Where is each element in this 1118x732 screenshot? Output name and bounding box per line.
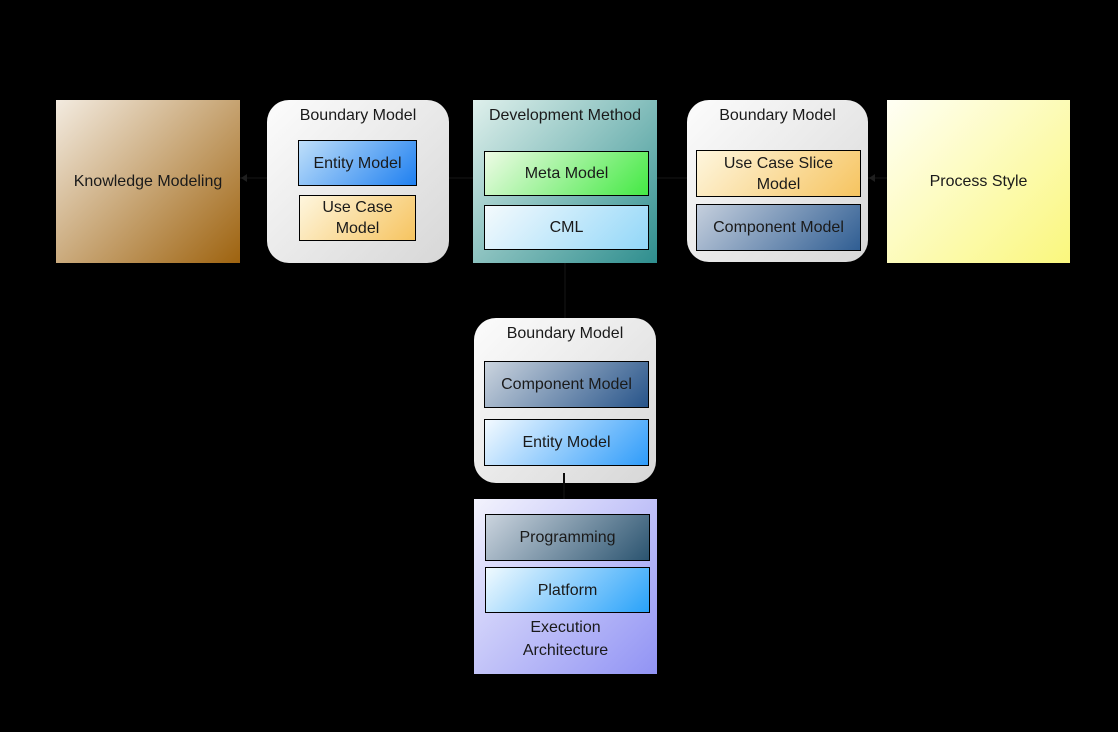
boundary-model-3-title: Boundary Model xyxy=(506,325,624,342)
component-model-label: Component Model xyxy=(713,219,844,236)
use-case-model-label: Use Case Model xyxy=(322,199,393,237)
boundary-model-1-title: Boundary Model xyxy=(299,107,417,124)
cml-box: CML xyxy=(484,205,649,250)
entity-model-box: Entity Model xyxy=(484,419,649,466)
connector-boundary2-to-process xyxy=(868,177,887,179)
connector-development-to-boundary2 xyxy=(657,177,687,179)
process-style-box: Process Style xyxy=(887,100,1070,263)
cml-label: CML xyxy=(549,219,584,236)
connector-knowledge-to-boundary1 xyxy=(240,177,267,179)
entity-model-label: Entity Model xyxy=(522,434,611,451)
development-method-title: Development Method xyxy=(488,107,642,124)
execution-architecture-label: Execution Architecture xyxy=(522,619,609,659)
platform-label: Platform xyxy=(537,581,598,599)
arrowhead-icon xyxy=(869,174,875,182)
use-case-model-box: Use Case Model xyxy=(299,195,416,241)
boundary-model-2-title: Boundary Model xyxy=(719,107,836,124)
boundary-model-2-container: Boundary Model Use Case Slice Model Comp… xyxy=(687,100,868,262)
boundary-model-3-container: Boundary Model Component Model Entity Mo… xyxy=(474,318,656,483)
entity-model-box: Entity Model xyxy=(298,140,417,186)
development-method-box: Development Method Meta Model CML xyxy=(473,100,657,263)
arrowhead-icon xyxy=(241,174,247,182)
programming-box: Programming xyxy=(485,514,650,561)
connector-boundary3-to-execution xyxy=(563,473,565,499)
execution-architecture-box: Programming Platform Execution Architect… xyxy=(474,499,657,674)
meta-model-box: Meta Model xyxy=(484,151,649,196)
component-model-box: Component Model xyxy=(696,204,861,251)
component-model-box: Component Model xyxy=(484,361,649,408)
component-model-label: Component Model xyxy=(501,376,632,393)
connector-development-to-boundary3 xyxy=(564,263,566,318)
process-style-label: Process Style xyxy=(929,172,1028,190)
programming-label: Programming xyxy=(519,529,616,546)
meta-model-label: Meta Model xyxy=(524,165,609,182)
knowledge-modeling-label: Knowledge Modeling xyxy=(73,172,223,190)
boundary-model-1-container: Boundary Model Entity Model Use Case Mod… xyxy=(267,100,449,263)
entity-model-label: Entity Model xyxy=(313,154,402,172)
platform-box: Platform xyxy=(485,567,650,613)
use-case-slice-model-label: Use Case Slice Model xyxy=(723,154,834,193)
knowledge-modeling-box: Knowledge Modeling xyxy=(56,100,240,263)
use-case-slice-model-box: Use Case Slice Model xyxy=(696,150,861,197)
connector-boundary1-to-development xyxy=(449,177,473,179)
